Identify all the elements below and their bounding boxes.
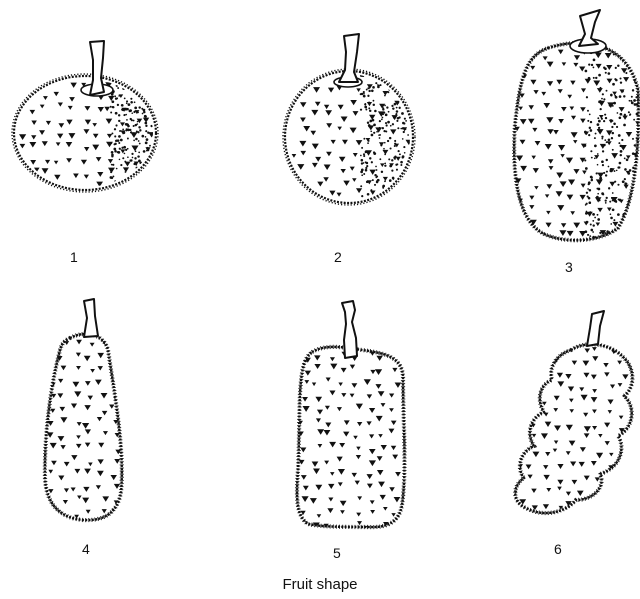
fruit-1 (12, 41, 158, 192)
fruit-stem (84, 299, 98, 337)
fruit-label-5: 5 (333, 545, 341, 561)
fruit-stem (90, 41, 104, 95)
fruit-body (515, 344, 632, 513)
fruit-stem (342, 301, 357, 358)
figure-caption: Fruit shape (0, 576, 640, 594)
fruit-6 (512, 311, 632, 513)
fruit-5 (297, 301, 405, 531)
fruit-2 (283, 34, 415, 205)
fruit-stem (587, 311, 604, 346)
fruit-stem (339, 34, 359, 82)
fruit-4 (44, 299, 121, 520)
fruit-label-2: 2 (334, 249, 342, 265)
fruit-body (45, 334, 122, 520)
fruit-label-4: 4 (82, 541, 90, 557)
fruit-label-6: 6 (554, 541, 562, 557)
fruit-label-3: 3 (565, 259, 573, 275)
fruit-3 (514, 10, 640, 243)
fruit-label-1: 1 (70, 249, 78, 265)
